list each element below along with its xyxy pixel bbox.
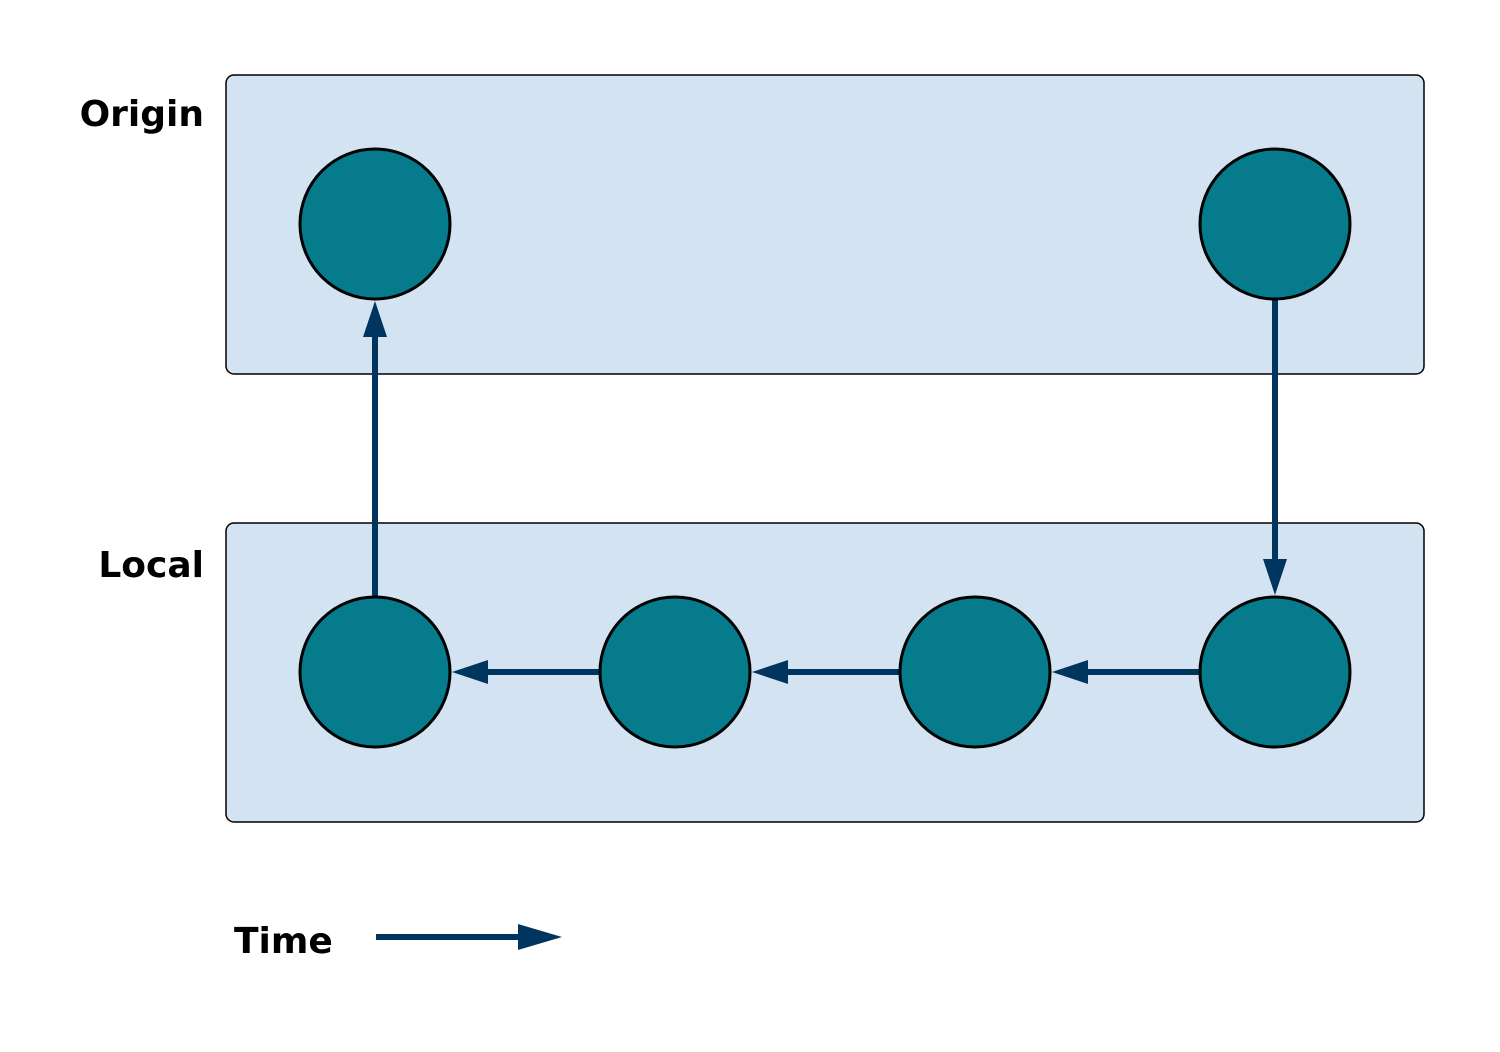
node-local-3 (898, 595, 1052, 749)
lane-label-local: Local (98, 545, 204, 586)
arrowhead-local-3-to-local-2 (752, 660, 788, 684)
node-local-1 (298, 595, 452, 749)
edges (363, 299, 1287, 684)
legend-time-arrowhead (518, 924, 562, 950)
arrowhead-local-1-to-origin-1 (363, 301, 387, 337)
lane-origin (225, 74, 1425, 375)
arrowhead-origin-4-to-local-4 (1263, 559, 1287, 595)
legend: Time (234, 921, 562, 962)
node-origin-4 (1198, 147, 1352, 301)
nodes (298, 147, 1352, 749)
arrowhead-local-2-to-local-1 (452, 660, 488, 684)
arrowhead-local-4-to-local-3 (1052, 660, 1088, 684)
node-local-2 (598, 595, 752, 749)
node-origin-1 (298, 147, 452, 301)
node-local-4 (1198, 595, 1352, 749)
legend-time-label: Time (234, 921, 333, 962)
lane-label-origin: Origin (80, 94, 204, 135)
